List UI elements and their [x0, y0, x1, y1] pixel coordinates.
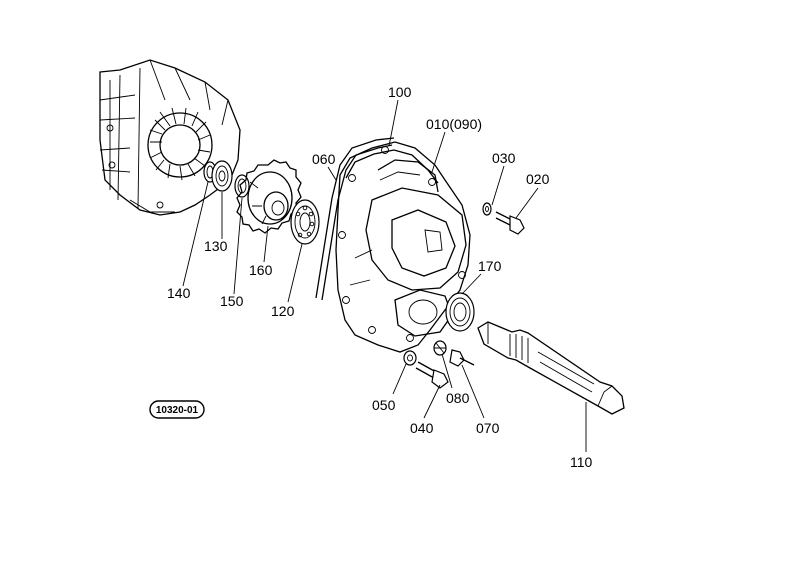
callout-060: 060: [312, 151, 336, 167]
leader-170: [461, 273, 482, 295]
part-150-collar: [234, 174, 250, 198]
leader-070: [461, 364, 485, 419]
part-060-gasket: [315, 137, 395, 301]
reference-code-badge: 10320-01: [149, 400, 205, 419]
callout-050: 050: [372, 397, 396, 413]
callout-120: 120: [271, 303, 295, 319]
leader-lines: [182, 99, 587, 452]
part-080-plug: [433, 340, 447, 356]
callout-130: 130: [204, 238, 228, 254]
part-050-washer: [403, 350, 417, 366]
leader-060: [327, 166, 337, 181]
callout-040: 040: [410, 420, 434, 436]
part-070-bolt: [449, 349, 475, 367]
leader-160: [263, 225, 269, 263]
part-160-gear: [236, 159, 302, 234]
transmission-case: [99, 59, 241, 216]
callout-170: 170: [478, 258, 502, 274]
leader-140: [182, 181, 209, 287]
callout-140: 140: [167, 285, 191, 301]
callout-100: 100: [388, 84, 412, 100]
leader-010: [431, 131, 446, 173]
leader-080: [441, 353, 453, 389]
part-040-bolt: [415, 361, 449, 389]
part-020-bolt: [495, 211, 525, 235]
leader-100: [388, 99, 399, 147]
callout-150: 150: [220, 293, 244, 309]
callout-010-090: 010(090): [426, 116, 482, 132]
part-110-shaft: [477, 321, 625, 415]
part-130-bearing: [211, 160, 233, 192]
part-030-washer: [482, 202, 492, 216]
callout-020: 020: [526, 171, 550, 187]
callout-070: 070: [476, 420, 500, 436]
leader-020: [515, 187, 539, 219]
leader-120: [287, 243, 303, 303]
reference-code-text: 10320-01: [156, 405, 199, 416]
part-120-bearing: [290, 199, 320, 245]
leader-040: [423, 384, 441, 419]
callout-160: 160: [249, 262, 273, 278]
part-170-oil-seal: [445, 292, 475, 332]
callout-110: 110: [570, 454, 593, 470]
leader-050: [392, 363, 407, 395]
leader-030: [491, 165, 505, 206]
leader-150: [233, 197, 243, 295]
callout-080: 080: [446, 390, 470, 406]
callout-030: 030: [492, 150, 516, 166]
